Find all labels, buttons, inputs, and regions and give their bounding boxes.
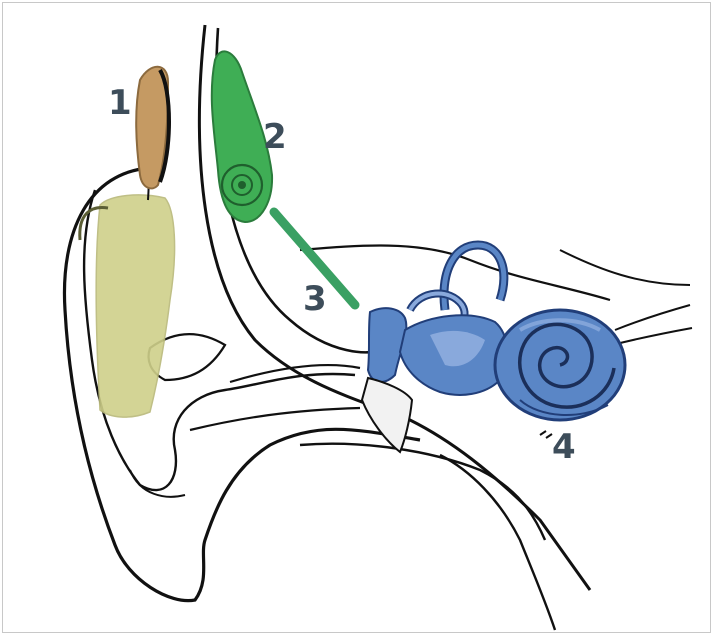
outer-ear-outline	[199, 25, 590, 590]
ear-canal-lower	[190, 408, 360, 430]
label-two: 2	[263, 120, 287, 154]
label-three: 3	[303, 282, 327, 316]
label-one: 1	[108, 86, 132, 120]
tick-marks-near-four	[540, 431, 552, 438]
auditory-nerve-lines	[612, 305, 692, 345]
label-four: 4	[552, 430, 576, 464]
speech-processor	[96, 195, 174, 417]
lobule-line	[130, 470, 185, 497]
receiver-magnet-center	[238, 181, 246, 189]
canal-floor	[300, 444, 545, 540]
temporal-bone-line-2	[560, 250, 690, 285]
eardrum	[362, 378, 412, 452]
